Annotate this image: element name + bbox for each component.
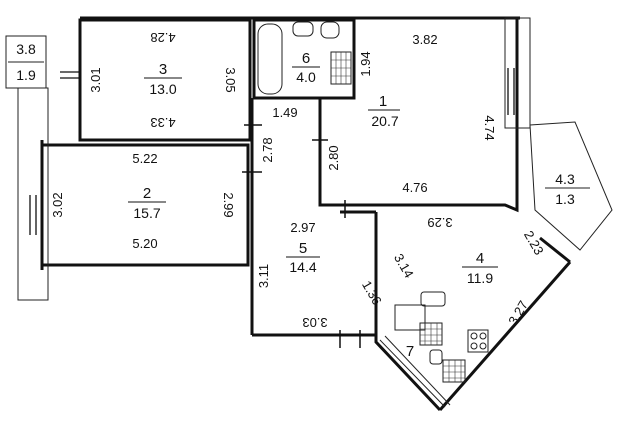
room-3-number: 3 bbox=[159, 61, 167, 78]
room-2-area: 15.7 bbox=[133, 205, 160, 221]
dim-room5-top: 2.97 bbox=[290, 220, 315, 235]
room-1-number: 1 bbox=[379, 93, 387, 110]
dim-room1-left-upper: 1.94 bbox=[358, 51, 373, 76]
room-2-walls bbox=[40, 143, 250, 267]
dim-room3-left: 3.01 bbox=[88, 67, 103, 92]
room-labels: 1 20.7 2 15.7 3 13.0 4 11.9 5 14.4 6 4.0… bbox=[16, 41, 575, 360]
dim-room1-top: 3.82 bbox=[412, 32, 437, 47]
balcony-right-area: 1.3 bbox=[555, 191, 575, 207]
room-1-area: 20.7 bbox=[371, 113, 398, 129]
dim-room2-bottom: 5.20 bbox=[132, 236, 157, 251]
dim-room4-left: 3.14 bbox=[391, 251, 417, 280]
kitchen-grid-2 bbox=[442, 359, 466, 383]
kitchen-counter bbox=[394, 304, 426, 331]
dim-room2-right: 2.99 bbox=[221, 192, 236, 217]
dim-hall-height: 2.78 bbox=[260, 137, 275, 162]
kitchen-inner-line bbox=[379, 339, 446, 408]
room-2-number: 2 bbox=[143, 185, 151, 202]
right-wall-strip bbox=[504, 17, 531, 129]
kitchen-sink-2 bbox=[429, 349, 443, 365]
dimension-labels: 4.28 4.33 3.01 3.05 5.22 5.20 3.02 2.99 … bbox=[50, 30, 547, 330]
stove-burner-1 bbox=[470, 332, 478, 340]
room-6-number: 6 bbox=[302, 50, 310, 67]
stove bbox=[467, 329, 489, 353]
dim-room3-top: 4.28 bbox=[150, 30, 175, 45]
dim-room4-corner: 2.23 bbox=[521, 228, 547, 257]
bathtub bbox=[257, 23, 283, 95]
room-4-number: 4 bbox=[476, 250, 484, 267]
stove-burner-4 bbox=[479, 342, 487, 350]
dim-room5-bottom: 3.03 bbox=[302, 315, 327, 330]
walls bbox=[40, 16, 572, 412]
dim-room3-bottom: 4.33 bbox=[150, 115, 175, 130]
room-1-walls bbox=[318, 20, 519, 213]
dim-room1-right: 4.74 bbox=[482, 115, 497, 140]
stove-burner-2 bbox=[479, 332, 487, 340]
balcony-right bbox=[529, 121, 613, 251]
balcony-right-length: 4.3 bbox=[555, 171, 575, 187]
room-6-area: 4.0 bbox=[296, 69, 316, 85]
balcony-left-length: 3.8 bbox=[16, 41, 36, 57]
room-4-area: 11.9 bbox=[467, 270, 493, 286]
dim-room1-left: 2.80 bbox=[326, 145, 341, 170]
toilet bbox=[320, 21, 340, 39]
dim-room5-left: 3.11 bbox=[256, 264, 271, 288]
shower-grid bbox=[331, 52, 351, 84]
kitchen-grid-lines bbox=[420, 323, 465, 382]
room-7-walls bbox=[374, 330, 442, 412]
room-4-wall-right bbox=[539, 236, 571, 264]
dim-room1-bottom: 4.76 bbox=[402, 180, 427, 195]
windows bbox=[29, 68, 515, 235]
dim-kitchen-side: 1.36 bbox=[359, 278, 385, 307]
dim-room2-top: 5.22 bbox=[132, 151, 157, 166]
stove-burner-3 bbox=[470, 342, 478, 350]
kitchen-fixtures bbox=[394, 291, 489, 383]
kitchen-sink bbox=[420, 291, 446, 307]
door-marks bbox=[242, 124, 361, 348]
dim-hall-width: 1.49 bbox=[272, 105, 297, 120]
thin-lines bbox=[5, 17, 613, 408]
balcony-left-strip bbox=[17, 87, 49, 301]
room-3-area: 13.0 bbox=[149, 81, 176, 97]
room-5-area: 14.4 bbox=[289, 259, 316, 275]
room-3-walls bbox=[78, 18, 252, 142]
balcony-left-area: 1.9 bbox=[16, 67, 36, 83]
room-5-number: 5 bbox=[299, 240, 307, 257]
room-7-number: 7 bbox=[406, 343, 414, 360]
room-4-wall-diagonal bbox=[438, 261, 572, 411]
dim-room2-left: 3.02 bbox=[50, 192, 65, 217]
dim-room3-right: 3.05 bbox=[223, 67, 238, 92]
sink bbox=[292, 21, 314, 37]
kitchen-inner-line-2 bbox=[384, 335, 451, 406]
dim-room4-top: 3.29 bbox=[427, 215, 452, 230]
